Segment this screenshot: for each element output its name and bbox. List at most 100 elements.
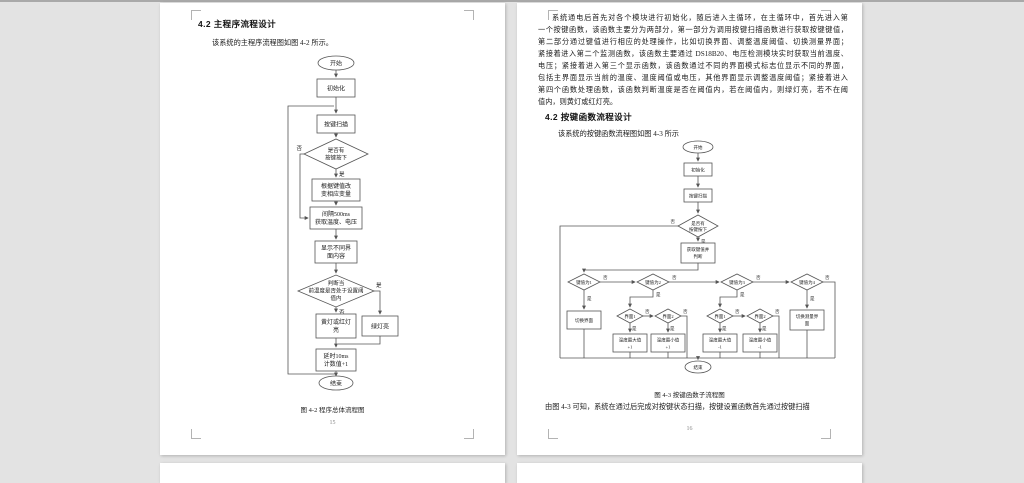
flow-tmin-minus-box <box>742 333 778 353</box>
flow-no-line <box>773 315 780 358</box>
tail-paragraph[interactable]: 由图 4-3 可知，系统在通过后完成对按键状态扫描，按键设置函数首先通过按键扫描 <box>545 403 810 411</box>
paragraph-line: 系统通电后首先对各个模块进行初始化，随后进入主循环，在主循环中，首先进入第 <box>552 14 848 22</box>
flow-key3-label: 键值为3 <box>729 279 745 286</box>
flow-key1-diamond <box>567 273 601 291</box>
figure-caption-4-2[interactable]: 图 4-2 程序总体流程图 <box>300 407 365 414</box>
flow-tmax-minus-box <box>702 333 738 353</box>
flow-threshold-diamond <box>296 274 376 308</box>
branch-no-label: 否 <box>683 309 688 315</box>
margin-mark-icon <box>548 429 558 439</box>
flow-init-box <box>683 162 713 177</box>
margin-mark-icon <box>548 10 558 20</box>
flow-minus1-label: -1 <box>758 345 762 350</box>
flow-switch-measure-label-1: 切换测量界 <box>796 313 819 320</box>
flow-tmax-label: 温度最大值 <box>709 337 732 344</box>
flow-ui1-label: 界面1 <box>714 314 725 320</box>
flow-start-oval <box>682 140 714 154</box>
flow-key4-diamond <box>790 273 824 291</box>
flow-keyvalue-label-1: 根据键值改 <box>321 182 351 190</box>
margin-mark-icon <box>464 10 474 20</box>
flow-no-bypass-line <box>559 225 678 358</box>
flow-keyscan-label: 按键扫描 <box>689 193 707 200</box>
branch-yes-label: 是 <box>587 296 592 302</box>
flow-display-label-1: 显示不同界 <box>321 245 351 252</box>
flow-switch-ui-box <box>566 310 602 330</box>
flow-tmax-label: 温度最大值 <box>619 337 642 344</box>
branch-yes-label: 是 <box>339 171 345 178</box>
flow-switch-measure-label-2: 面 <box>805 321 810 327</box>
flow-join-line <box>338 336 381 345</box>
flow-loopback-line <box>287 105 336 375</box>
page-number: 15 <box>329 420 336 426</box>
paragraph-line: 一个按键函数，该函数主要分为两部分，第一部分为调用按键扫描函数进行获取按键键值， <box>538 26 848 34</box>
flow-end-oval <box>684 360 712 374</box>
branch-no-label: 否 <box>775 309 780 315</box>
branch-yes-label: 是 <box>740 292 745 298</box>
intro-paragraph[interactable]: 该系统的按键函数流程图如图 4-3 所示 <box>558 130 679 138</box>
branch-no-label: 否 <box>296 145 302 152</box>
margin-mark-icon <box>191 10 201 20</box>
paragraph-line: 电压；紧接着进入第三个显示函数，该函数通过不同的界面模式标志位显示不同的界面， <box>538 62 848 70</box>
flow-key4-label: 键值为4 <box>799 279 815 286</box>
main-program-flowchart[interactable]: 开始 初始化 按键扫描 是否有 按键按下 否 是 根据键值改 变相应变量 间隔5… <box>160 3 505 455</box>
flow-keypress-label-2: 按键按下 <box>689 226 707 233</box>
flow-keypress-label-1: 是否有 <box>328 146 345 154</box>
branch-yes-label: 是 <box>632 326 637 332</box>
flow-end-label: 结束 <box>694 364 703 371</box>
flow-start-label: 开始 <box>330 60 342 68</box>
flow-arrow <box>582 263 699 273</box>
intro-paragraph[interactable]: 该系统的主程序流程图如图 4-2 所示。 <box>212 39 333 47</box>
document-page-2[interactable]: 系统通电后首先对各个模块进行初始化，随后进入主循环，在主循环中，首先进入第 一个… <box>517 3 862 455</box>
flow-tmin-plus-box <box>650 333 686 353</box>
flow-keypress-diamond <box>677 214 719 238</box>
branch-yes-label: 是 <box>722 326 727 332</box>
flow-getkey-box <box>680 242 716 264</box>
flow-keypress-diamond <box>303 138 369 170</box>
flow-yellowred-label-2: 亮 <box>333 326 339 334</box>
flow-ui1-label: 界面1 <box>624 314 635 320</box>
flow-end-label: 结束 <box>330 380 342 388</box>
section-heading-main-flow[interactable]: 4.2 主程序流程设计 <box>198 19 277 29</box>
flow-threshold-label-1: 判断当 <box>328 279 345 287</box>
flow-key1-label: 键值为1 <box>576 279 592 286</box>
paragraph-line: 紧接着进入第二个监测函数，该函数主要通过 DS18B20、电压检测模块实时获取当… <box>538 50 848 58</box>
flow-ui2-label: 界面2 <box>754 314 765 320</box>
flow-no-line <box>681 315 688 358</box>
branch-yes-label: 是 <box>810 296 815 302</box>
section-heading-key-flow[interactable]: 4.2 按键函数流程设计 <box>545 112 632 122</box>
branch-no-label: 否 <box>645 309 650 315</box>
document-page-1[interactable]: 4.2 主程序流程设计 该系统的主程序流程图如图 4-2 所示。 <box>160 3 505 455</box>
key-function-flowchart[interactable]: 开始 初始化 按键扫描 是否有 按键按下 否 是 获取键值并 判断 键值为1 键… <box>517 3 862 455</box>
flow-arrow-yes <box>628 290 654 308</box>
flow-green-label: 绿灯亮 <box>371 323 389 331</box>
branch-no-label: 否 <box>672 275 677 281</box>
flow-start-label: 开始 <box>694 144 703 151</box>
document-page-3-stub[interactable] <box>160 463 505 483</box>
flow-threshold-label-3: 值内 <box>330 294 341 302</box>
flow-tmin-label: 温度最小值 <box>749 337 772 344</box>
flow-minus1-label: -1 <box>718 345 722 350</box>
flow-getkey-label-1: 获取键值并 <box>687 246 710 253</box>
flow-keyvalue-box <box>311 178 361 202</box>
flow-ui1-diamond <box>616 308 644 324</box>
flow-switch-measure-box <box>789 309 825 331</box>
branch-yes-label: 是 <box>376 282 382 289</box>
flow-yellowred-label-1: 黄灯或红灯 <box>321 318 351 326</box>
flow-getkey-label-2: 判断 <box>694 253 703 260</box>
flow-plus1-label: +1 <box>628 345 633 350</box>
flow-green-box <box>361 315 399 337</box>
flow-arrow-no-loop <box>299 153 309 220</box>
flow-end-oval <box>318 375 354 391</box>
flow-ui2-diamond <box>654 308 682 324</box>
flow-init-label: 初始化 <box>327 85 345 93</box>
flow-interval-label-1: 间隔500ms <box>322 210 351 218</box>
flow-delay-label-2: 计数值+1 <box>324 360 348 368</box>
flow-keyvalue-label-2: 变相应变量 <box>321 190 351 198</box>
document-page-4-stub[interactable] <box>517 463 862 483</box>
paragraph-line: 第二部分通过键值进行相应的处理操作，比如切换界面、调整温度阈值、切换测量界面； <box>538 38 848 46</box>
flow-tmin-label: 温度最小值 <box>657 337 680 344</box>
body-paragraph[interactable]: 系统通电后首先对各个模块进行初始化，随后进入主循环，在主循环中，首先进入第 一个… <box>538 12 848 108</box>
flow-threshold-label-2: 前温度是否处于设置阈 <box>308 287 363 295</box>
figure-caption-4-3[interactable]: 图 4-3 按键函数子流程图 <box>654 392 725 399</box>
